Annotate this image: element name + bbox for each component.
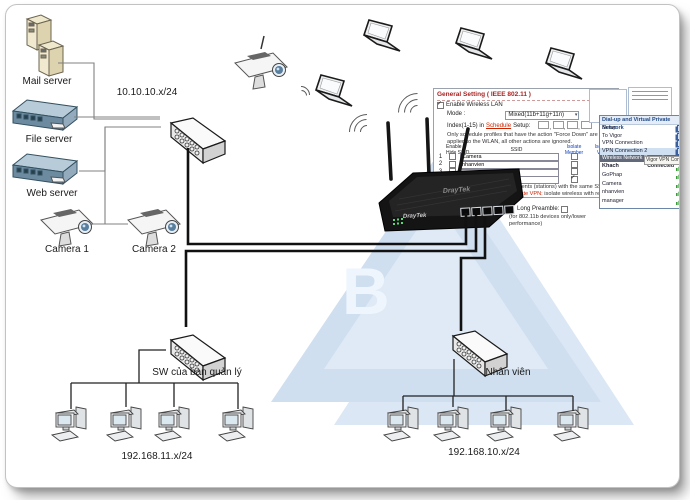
wireless-camera-icon bbox=[227, 35, 299, 98]
camera2-label: Camera 2 bbox=[132, 244, 176, 255]
popup-title: Dial-up and Virtual Private Network bbox=[602, 117, 671, 131]
mode-label: Mode : bbox=[447, 111, 466, 118]
signal-bars-icon bbox=[676, 166, 679, 171]
vpn-item-setup[interactable]: Setup bbox=[600, 125, 679, 133]
wireless-item-manager[interactable]: manager bbox=[600, 197, 679, 206]
laptop-icon bbox=[539, 47, 587, 90]
mode-select[interactable]: Mixed(11b+11g+11n) bbox=[505, 110, 580, 120]
laptop-icon bbox=[309, 74, 357, 117]
col-ssid: SSID bbox=[510, 146, 523, 153]
signal-bars-icon bbox=[676, 174, 679, 180]
camera1-icon bbox=[37, 204, 101, 253]
connected-status: Connected bbox=[647, 163, 674, 170]
mgmt-subnet-label: 192.168.11.x/24 bbox=[121, 451, 193, 462]
connection-icon bbox=[677, 140, 679, 148]
col-isolate-member: Isolate Member bbox=[565, 143, 583, 156]
connection-icon bbox=[677, 132, 679, 140]
pc-icon bbox=[217, 405, 261, 454]
wire-web-to-switch bbox=[79, 126, 161, 172]
index-label-post: Setup: bbox=[513, 122, 531, 129]
isolate-member-checkbox-1[interactable] bbox=[570, 153, 578, 161]
pc-icon bbox=[50, 405, 94, 454]
staff-switch-label: Nhân viên bbox=[485, 367, 531, 378]
schedule-index-input-3[interactable] bbox=[567, 120, 579, 129]
camera1-label: Camera 1 bbox=[45, 244, 89, 255]
wireless-item-khach[interactable]: Khach Connected bbox=[600, 162, 679, 171]
signal-bars-icon bbox=[676, 200, 679, 206]
isolate-member-checkbox-4[interactable] bbox=[570, 175, 578, 183]
panel-title: General Setting ( IEEE 802.11 ) bbox=[437, 91, 615, 102]
pc-icon bbox=[153, 405, 197, 454]
connection-icon bbox=[677, 148, 679, 156]
file-server-label: File server bbox=[25, 134, 73, 145]
network-connections-popup: Dial-up and Virtual Private Network ▴ Se… bbox=[599, 115, 679, 209]
diagram-canvas: B General Setting ( IEEE 802.11 ) Enable… bbox=[5, 4, 680, 488]
preamble-note: (for 802.11b devices only/lower performa… bbox=[509, 213, 587, 227]
wireless-item-camera[interactable]: Camera bbox=[600, 180, 679, 189]
mail-server-label: Mail server bbox=[22, 76, 72, 87]
signal-bars-icon bbox=[676, 183, 679, 188]
staff-subnet-label: 192.168.10.x/24 bbox=[448, 447, 520, 458]
laptop-icon bbox=[357, 19, 405, 62]
wireless-section-header: Wireless Network Connection bbox=[600, 155, 679, 163]
laptop-icon bbox=[449, 27, 497, 70]
schedule-link[interactable]: Schedule bbox=[486, 122, 512, 129]
pc-icon bbox=[552, 405, 596, 454]
wireless-item-gophap[interactable]: GoPhap bbox=[600, 171, 679, 180]
vpn-item-connection-2[interactable]: VPN Connection 2 bbox=[600, 147, 679, 156]
servers-subnet-label: 10.10.10.x/24 bbox=[116, 87, 178, 98]
antenna bbox=[425, 117, 431, 177]
router-brand-front: DrayTek bbox=[403, 213, 427, 220]
vpn-tooltip: Vigor VPN Connection 2 bbox=[644, 156, 679, 165]
watermark-letter: B bbox=[342, 254, 390, 328]
vpn-item-to-vigor[interactable]: To Vigor bbox=[600, 132, 679, 141]
long-preamble-checkbox[interactable] bbox=[561, 206, 569, 214]
pc-icon bbox=[105, 405, 149, 454]
web-server-icon bbox=[11, 151, 81, 194]
enable-wlan-checkbox[interactable] bbox=[437, 101, 444, 110]
enable-wlan-label: Enable Wireless LAN bbox=[446, 102, 503, 109]
long-preamble-label: Long Preamble: bbox=[517, 206, 560, 213]
mgmt-switch-icon bbox=[153, 323, 227, 388]
signal-bars-icon bbox=[676, 192, 679, 197]
schedule-index-input-1[interactable] bbox=[538, 120, 550, 129]
connection-icon bbox=[677, 125, 679, 133]
core-switch-icon bbox=[153, 106, 227, 171]
antenna bbox=[386, 121, 393, 181]
draytek-router-icon: DrayTek DrayTek bbox=[369, 113, 529, 246]
pc-icon bbox=[382, 405, 426, 454]
schedule-index-input-4[interactable] bbox=[581, 120, 593, 129]
web-server-label: Web server bbox=[26, 188, 78, 199]
wireless-item-nhanvien[interactable]: nhanvien bbox=[600, 188, 679, 197]
schedule-index-input-2[interactable] bbox=[552, 120, 564, 129]
pc-icon bbox=[485, 405, 529, 454]
vpn-item-connection[interactable]: VPN Connection bbox=[600, 140, 679, 148]
index-label-pre: Index(1-15) in bbox=[447, 122, 485, 129]
isolate-member-checkbox-2[interactable] bbox=[570, 160, 578, 168]
mgmt-switch-label: SW của ban quản lý bbox=[152, 367, 242, 378]
camera2-icon bbox=[124, 204, 188, 253]
schedule-note: Only schedule profiles that have the act… bbox=[447, 132, 598, 146]
